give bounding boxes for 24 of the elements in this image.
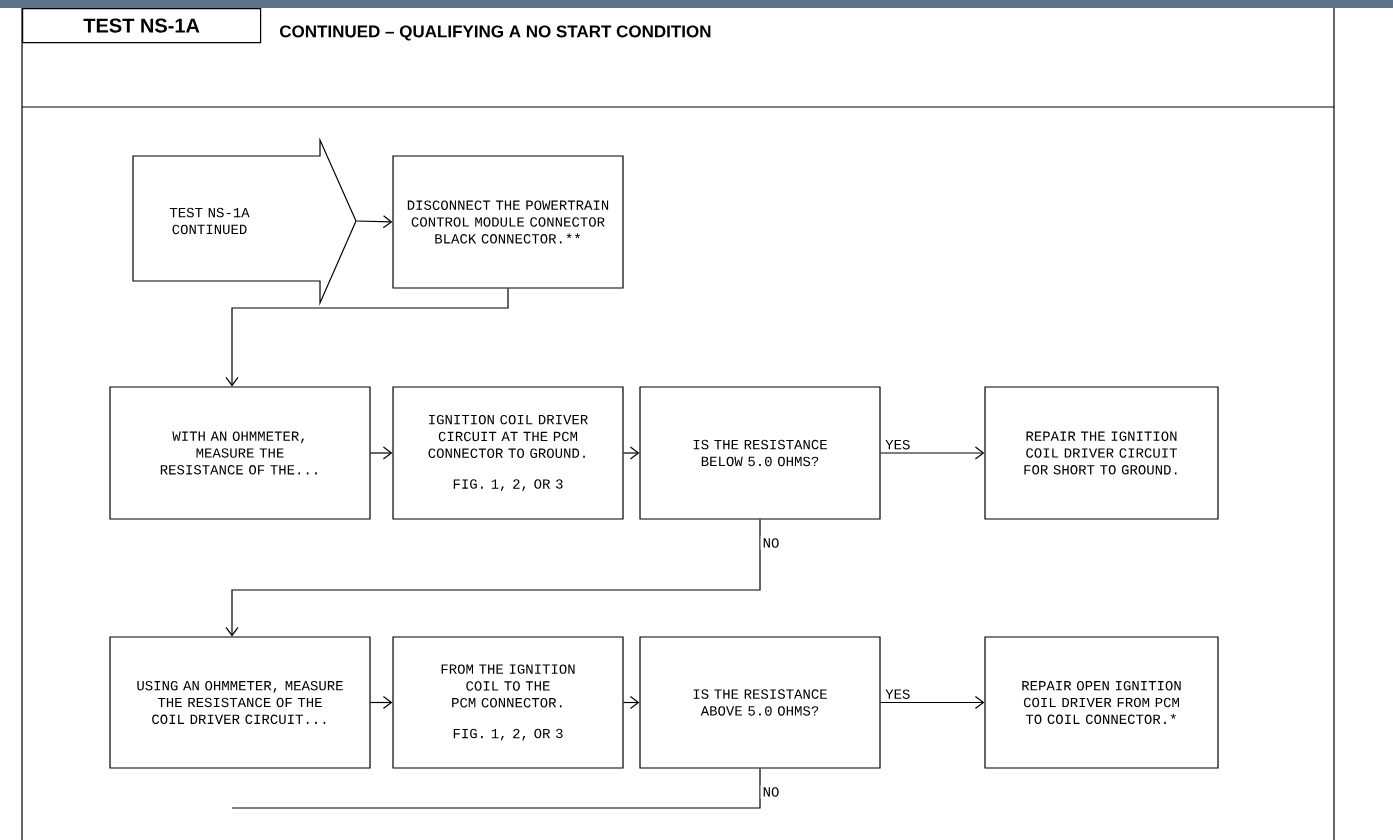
arrow xyxy=(356,215,393,229)
arrow xyxy=(370,695,393,710)
arrow xyxy=(225,288,509,387)
arrow xyxy=(623,446,640,460)
process-box: IS THE RESISTANCE ABOVE 5.0 OHMS? xyxy=(639,636,881,769)
arrow xyxy=(225,519,761,637)
process-box: REPAIR OPEN IGNITION COIL DRIVER FROM PCM TO COIL CONNECTOR.* xyxy=(984,636,1219,769)
arrow xyxy=(880,695,985,710)
process-box: REPAIR THE IGNITION COIL DRIVER CIRCUIT FOR SHORT TO GROUND. xyxy=(984,386,1219,520)
test-id-box: TEST NS-1A xyxy=(22,8,262,44)
process-box: FROM THE IGNITION COIL TO THE PCM CONNECTOR. FIG. 1, 2, OR 3 xyxy=(392,636,624,769)
edge-label: NO xyxy=(763,787,779,797)
process-box: USING AN OHMMETER, MEASURE THE RESISTANCE OF THE COIL DRIVER CIRCUIT... xyxy=(109,636,371,769)
arrow xyxy=(623,695,640,710)
process-box: WITH AN OHMMETER, MEASURE THE RESISTANCE OF THE... xyxy=(109,386,371,520)
process-box: IS THE RESISTANCE BELOW 5.0 OHMS? xyxy=(639,386,881,520)
process-box: DISCONNECT THE POWERTRAIN CONTROL MODULE CONNECTOR BLACK CONNECTOR.** xyxy=(392,155,624,289)
edge-label: NO xyxy=(763,538,779,548)
arrow xyxy=(370,446,393,460)
heading: CONTINUED – QUALIFYING A NO START CONDITION xyxy=(279,25,711,41)
arrow xyxy=(880,446,985,460)
edge-label: YES xyxy=(885,689,910,699)
edge-label: YES xyxy=(885,439,910,450)
process-box: IGNITION COIL DRIVER CIRCUIT AT THE PCM CONNECTOR TO GROUND. FIG. 1, 2, OR 3 xyxy=(392,386,624,520)
